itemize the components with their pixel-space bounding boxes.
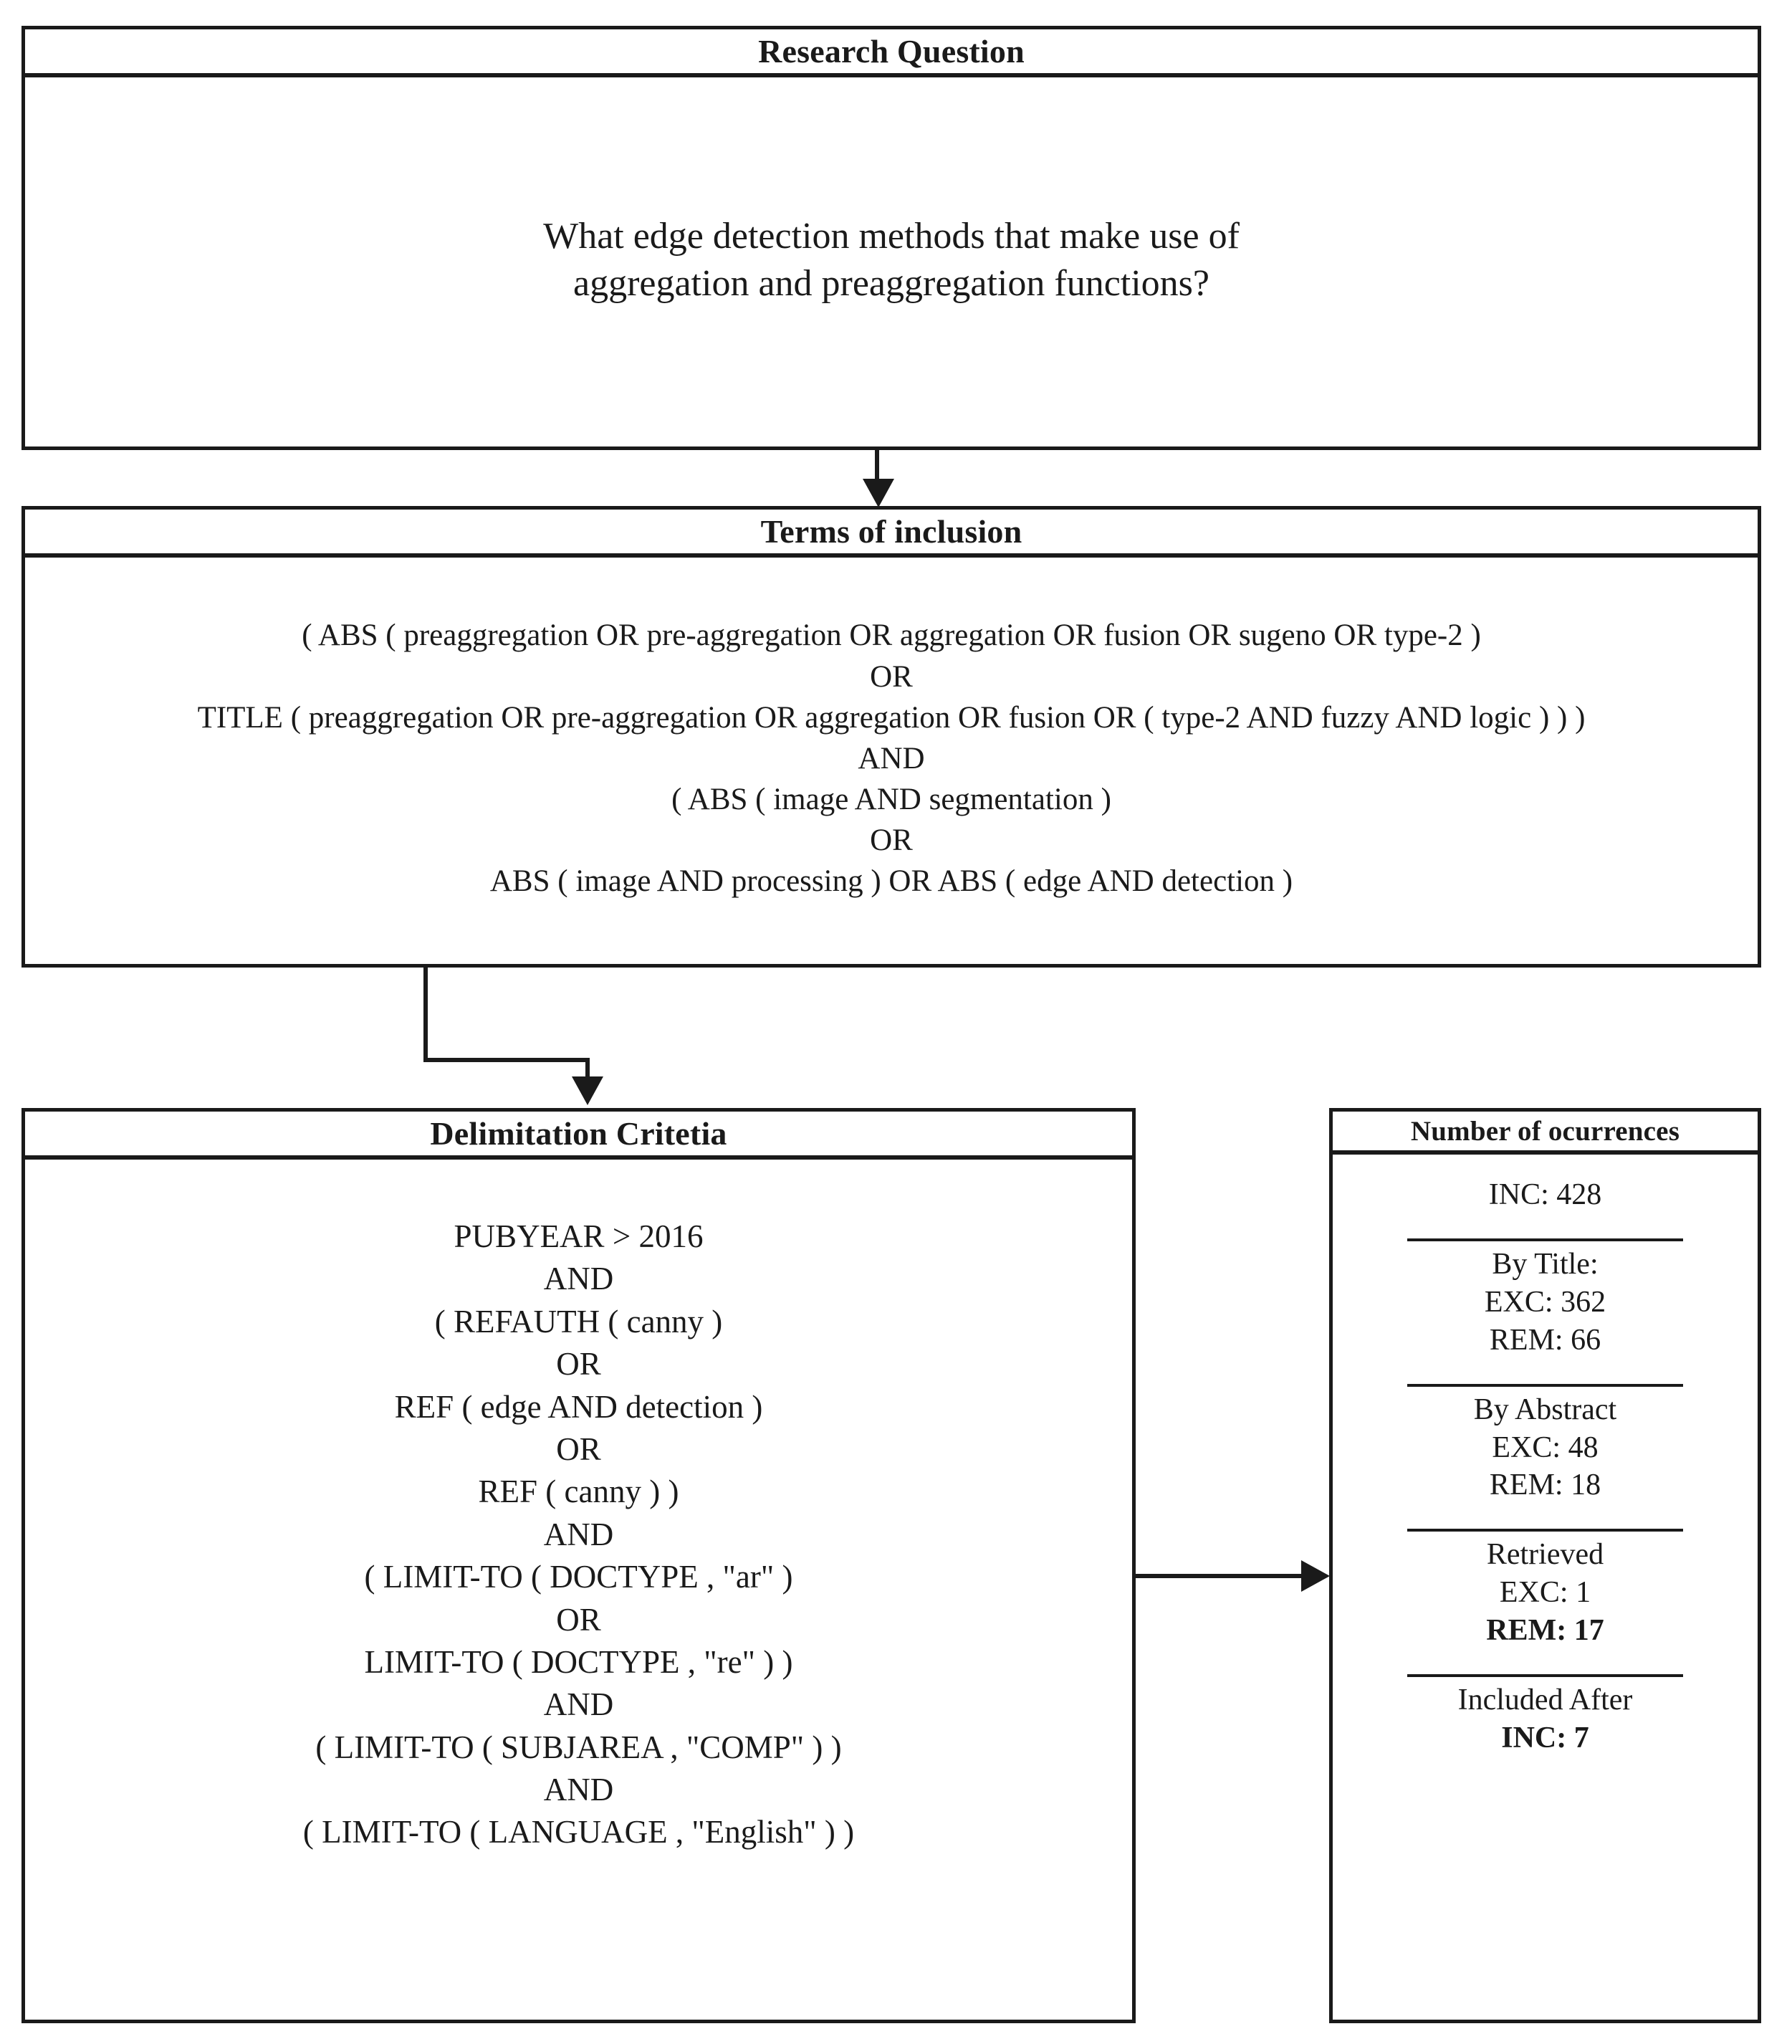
research-question-box: Research Question What edge detection me… bbox=[21, 26, 1761, 450]
terms-query-line: ( ABS ( preaggregation OR pre-aggregatio… bbox=[302, 619, 1481, 653]
connector-research-to-terms-line bbox=[875, 450, 879, 484]
terms-query-line: ( ABS ( image AND segmentation ) bbox=[671, 783, 1111, 817]
research-question-body: What edge detection methods that make us… bbox=[25, 77, 1758, 442]
delimitation-line: PUBYEAR > 2016 bbox=[454, 1218, 704, 1254]
number-of-occurrences-body: INC: 428 By Title: EXC: 362 REM: 66 By A… bbox=[1333, 1155, 1758, 2015]
occurrence-line: EXC: 48 bbox=[1492, 1431, 1599, 1464]
occurrence-line: INC: 428 bbox=[1488, 1178, 1602, 1211]
terms-of-inclusion-header: Terms of inclusion bbox=[25, 510, 1758, 558]
terms-query-line: TITLE ( preaggregation OR pre-aggregatio… bbox=[197, 700, 1586, 735]
delimitation-criteria-header: Delimitation Critetia bbox=[25, 1112, 1132, 1160]
occurrence-line-highlight: INC: 7 bbox=[1501, 1721, 1589, 1754]
delimitation-line: ( REFAUTH ( canny ) bbox=[434, 1303, 723, 1339]
research-question-header: Research Question bbox=[25, 29, 1758, 77]
terms-of-inclusion-body: ( ABS ( preaggregation OR pre-aggregatio… bbox=[25, 558, 1758, 960]
terms-query-line: AND bbox=[858, 741, 925, 775]
delimitation-line: AND bbox=[543, 1261, 614, 1297]
connector-delimitation-to-occurrences-line bbox=[1136, 1574, 1304, 1578]
occurrence-divider bbox=[1407, 1238, 1683, 1241]
occurrence-group-included: INC: 428 bbox=[1333, 1170, 1758, 1214]
research-question-line-1: What edge detection methods that make us… bbox=[543, 215, 1240, 257]
delimitation-line: OR bbox=[556, 1431, 601, 1467]
occurrence-line: Retrieved bbox=[1486, 1538, 1604, 1572]
connector-terms-to-delimitation-segment-2 bbox=[423, 1058, 590, 1062]
connector-terms-to-delimitation-arrowhead-icon bbox=[572, 1076, 603, 1105]
terms-of-inclusion-box: Terms of inclusion ( ABS ( preaggregatio… bbox=[21, 506, 1761, 968]
connector-delimitation-to-occurrences-arrowhead-icon bbox=[1301, 1560, 1330, 1592]
terms-query-line: OR bbox=[870, 823, 913, 858]
occurrence-line: EXC: 1 bbox=[1499, 1576, 1591, 1610]
delimitation-line: LIMIT-TO ( DOCTYPE , "re" ) ) bbox=[364, 1643, 793, 1680]
delimitation-line: ( LIMIT-TO ( SUBJAREA , "COMP" ) ) bbox=[315, 1729, 842, 1765]
number-of-occurrences-header: Number of ocurrences bbox=[1333, 1112, 1758, 1155]
research-question-line-2: aggregation and preaggregation functions… bbox=[573, 262, 1209, 304]
delimitation-line: ( LIMIT-TO ( LANGUAGE , "English" ) ) bbox=[302, 1814, 855, 1850]
delimitation-line: AND bbox=[543, 1686, 614, 1723]
delimitation-line: OR bbox=[556, 1346, 601, 1382]
occurrence-divider bbox=[1407, 1529, 1683, 1532]
occurrence-line: By Abstract bbox=[1473, 1393, 1617, 1426]
occurrence-line: REM: 66 bbox=[1489, 1323, 1601, 1357]
delimitation-line: REF ( edge AND detection ) bbox=[394, 1388, 763, 1425]
occurrence-group-by-abstract: By Abstract EXC: 48 REM: 18 bbox=[1333, 1360, 1758, 1505]
number-of-occurrences-box: Number of ocurrences INC: 428 By Title: … bbox=[1329, 1108, 1761, 2023]
occurrence-group-by-title: By Title: EXC: 362 REM: 66 bbox=[1333, 1214, 1758, 1360]
delimitation-line: REF ( canny ) ) bbox=[478, 1474, 679, 1510]
connector-terms-to-delimitation-segment-1 bbox=[423, 968, 428, 1062]
occurrence-group-retrieved: Retrieved EXC: 1 REM: 17 bbox=[1333, 1504, 1758, 1650]
occurrence-line-highlight: REM: 17 bbox=[1486, 1614, 1604, 1648]
delimitation-line: AND bbox=[543, 1772, 614, 1808]
occurrence-line: REM: 18 bbox=[1489, 1468, 1601, 1502]
occurrence-divider bbox=[1407, 1674, 1683, 1678]
connector-terms-to-delimitation-segment-3 bbox=[585, 1058, 590, 1081]
delimitation-criteria-body: PUBYEAR > 2016 AND ( REFAUTH ( canny ) O… bbox=[25, 1160, 1132, 2015]
terms-query-line: ABS ( image AND processing ) OR ABS ( ed… bbox=[489, 864, 1293, 899]
delimitation-line: AND bbox=[543, 1516, 614, 1552]
connector-research-to-terms-arrowhead-icon bbox=[863, 479, 894, 507]
delimitation-line: OR bbox=[556, 1601, 601, 1638]
occurrence-line: EXC: 362 bbox=[1484, 1285, 1606, 1319]
delimitation-line: ( LIMIT-TO ( DOCTYPE , "ar" ) bbox=[364, 1559, 793, 1595]
delimitation-criteria-box: Delimitation Critetia PUBYEAR > 2016 AND… bbox=[21, 1108, 1136, 2023]
occurrence-divider bbox=[1407, 1383, 1683, 1387]
occurrence-line: Included After bbox=[1457, 1684, 1633, 1717]
occurrence-group-included-after: Included After INC: 7 bbox=[1333, 1650, 1758, 1757]
terms-query-line: OR bbox=[870, 659, 913, 694]
occurrence-line: By Title: bbox=[1492, 1247, 1599, 1281]
